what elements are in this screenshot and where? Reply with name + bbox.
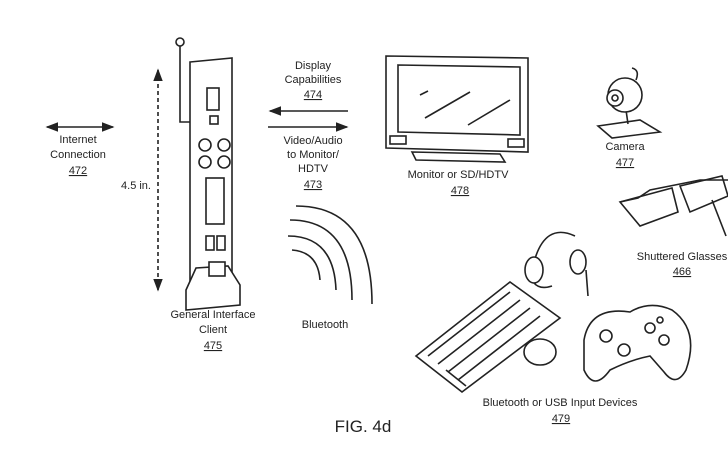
monitor-icon xyxy=(385,55,529,163)
monitor-ref-number: 478 xyxy=(451,185,469,197)
headset-icon xyxy=(524,231,589,297)
client-label: General Interface xyxy=(171,309,256,321)
keyboard-icon xyxy=(414,280,562,394)
glasses-ref-number: 466 xyxy=(673,266,691,278)
input-devices-label: Bluetooth or USB Input Devices xyxy=(483,397,638,409)
internet-label-2: Connection xyxy=(50,149,106,161)
display-capabilities-label-2: Capabilities xyxy=(285,74,342,86)
client-label-2: Client xyxy=(199,324,227,336)
camera-icon xyxy=(596,67,663,139)
video-audio-label-3: HDTV xyxy=(298,163,329,175)
interface-client-device xyxy=(175,37,241,311)
input-devices-ref-number: 479 xyxy=(552,413,570,425)
height-label: 4.5 in. xyxy=(121,180,151,192)
camera-label: Camera xyxy=(605,141,645,153)
camera-ref-number: 477 xyxy=(616,157,634,169)
video-audio-ref-number: 473 xyxy=(304,179,322,191)
bluetooth-label: Bluetooth xyxy=(302,319,348,331)
video-audio-label-2: to Monitor/ xyxy=(287,149,340,161)
internet-label: Internet xyxy=(59,134,96,146)
shuttered-glasses-icon xyxy=(618,175,728,237)
figure-caption: FIG. 4d xyxy=(335,417,392,436)
display-capabilities-ref-number: 474 xyxy=(304,89,322,101)
client-ref-number: 475 xyxy=(204,340,222,352)
display-capabilities-label: Display xyxy=(295,60,332,72)
internet-ref-number: 472 xyxy=(69,165,87,177)
mouse-icon xyxy=(523,338,557,366)
gamepad-icon xyxy=(583,304,692,382)
glasses-label: Shuttered Glasses xyxy=(637,251,728,263)
video-audio-label: Video/Audio xyxy=(283,135,342,147)
monitor-label: Monitor or SD/HDTV xyxy=(408,169,510,181)
bluetooth-waves-icon xyxy=(287,205,373,305)
